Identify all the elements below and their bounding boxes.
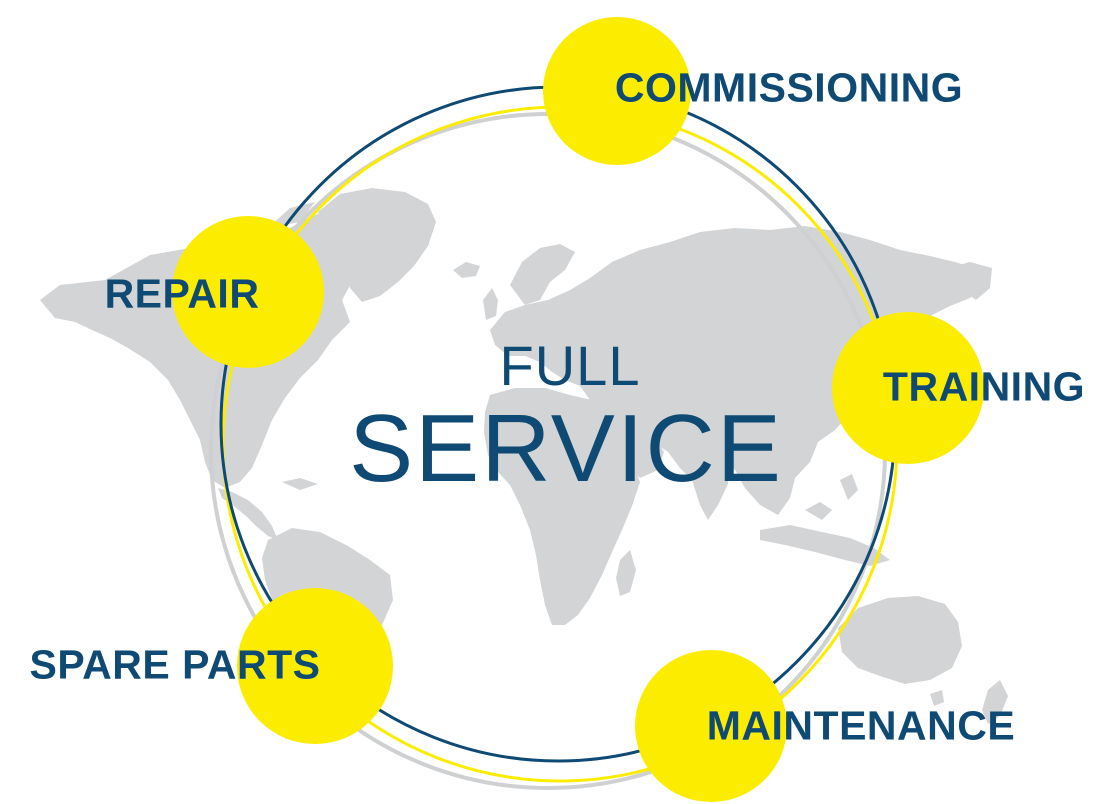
- label-commissioning: COMMISSIONING: [614, 64, 964, 111]
- node-circle-training: [832, 312, 984, 464]
- label-repair: REPAIR: [104, 270, 260, 317]
- label-training: TRAINING: [882, 363, 1086, 410]
- node-circle-commissioning: [543, 17, 691, 165]
- center-title-small: FULL: [499, 334, 641, 397]
- label-spare-parts: SPARE PARTS: [29, 641, 321, 688]
- node-circle-repair: [172, 216, 324, 368]
- label-maintenance: MAINTENANCE: [706, 702, 1016, 749]
- node-circle-spare-parts: [237, 588, 393, 744]
- node-circle-maintenance: [635, 650, 787, 802]
- center-title-large: SERVICE: [349, 395, 783, 502]
